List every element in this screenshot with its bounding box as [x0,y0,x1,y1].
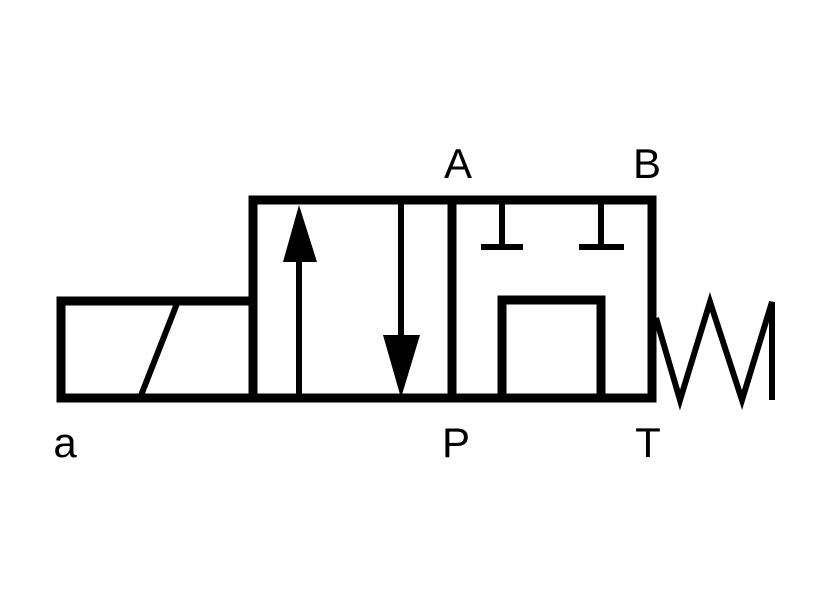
valve-body [248,195,657,403]
port-a-label: A [444,140,472,187]
actuator-label: a [53,419,77,466]
solenoid-diagonal [137,299,181,400]
port-b-label: B [633,140,661,187]
arrow-down-icon [383,335,420,398]
envelope-right-blocked [481,200,624,403]
port-p-label: P [442,419,470,466]
port-t-label: T [635,419,661,466]
envelope-left-flow [283,200,420,398]
arrow-up-icon [283,205,317,262]
p-to-t-passage [497,295,606,403]
spring-icon [653,292,775,411]
solenoid-actuator [56,296,258,403]
